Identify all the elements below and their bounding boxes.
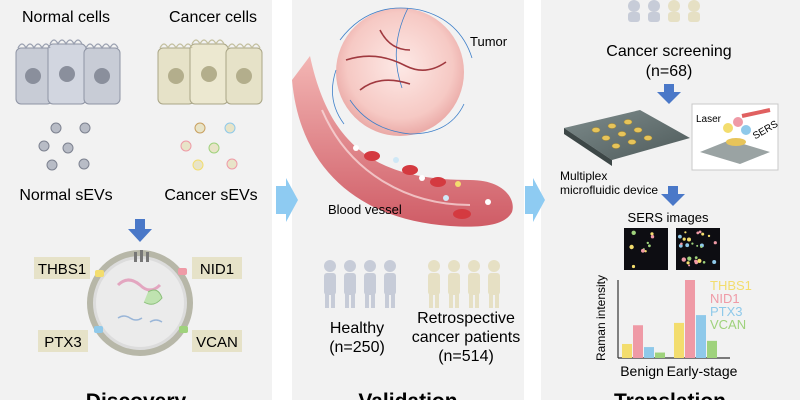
cancer-sevs-illustration [180, 122, 238, 171]
sers-speckle [682, 237, 686, 241]
category-benign: Benign [620, 363, 664, 379]
healthy-people-icon [324, 260, 396, 308]
sers-speckle [631, 264, 636, 269]
screening-down-arrow [657, 84, 681, 104]
sers-speckle [698, 230, 702, 234]
marker-label-ptx3: PTX3 [44, 334, 82, 351]
translation-title: Translation [614, 390, 726, 400]
sers-speckle [694, 260, 699, 265]
bar-early-stage-thbs1 [674, 322, 684, 358]
bar-benign-vcan [655, 352, 665, 358]
normal-sevs-illustration [38, 122, 91, 171]
retro-label-line2: cancer patients [412, 329, 521, 346]
sers-speckle [702, 261, 706, 264]
sers-speckle [650, 235, 655, 239]
legend-thbs1: THBS1 [710, 278, 752, 293]
bar-benign-nid1 [633, 325, 643, 358]
legend-ptx3: PTX3 [710, 304, 743, 319]
sers-speckle [701, 232, 705, 236]
blood-vessel-illustration [292, 56, 513, 227]
sers-speckle [707, 234, 711, 238]
screening-people-icon [628, 0, 700, 22]
flow-arrow-1 [276, 178, 298, 222]
discovery-down-arrow [128, 219, 152, 242]
blood-vessel-label: Blood vessel [328, 202, 402, 217]
sers-speckle [629, 244, 634, 250]
sers-speckle [641, 248, 645, 253]
bar-early-stage-ptx3 [696, 315, 706, 358]
sers-speckle [648, 244, 651, 248]
validation-title: Validation [358, 390, 457, 400]
cancer-patients-icon [428, 260, 500, 308]
flow-arrow-2 [525, 178, 545, 222]
sers-speckle [644, 250, 647, 253]
cancer-cells-label: Cancer cells [169, 9, 257, 26]
sers-speckle [685, 243, 690, 248]
vesicle-illustration [87, 250, 193, 356]
discovery-title: Discovery [86, 390, 187, 400]
marker-label-nid1: NID1 [200, 261, 234, 278]
sers-speckle [688, 264, 691, 267]
tumor-label: Tumor [470, 34, 508, 49]
sers-speckle [712, 260, 717, 264]
legend-vcan: VCAN [710, 317, 746, 332]
healthy-label: Healthy [330, 320, 384, 337]
marker-box-nid1 [192, 257, 242, 279]
raman-chart: Raman intensity THBS1 NID1 PTX3 VCAN Ben… [594, 275, 752, 379]
sers-speckle [650, 232, 654, 236]
retro-count: (n=514) [438, 348, 494, 365]
sers-speckle [694, 256, 698, 259]
healthy-count: (n=250) [329, 339, 385, 356]
bar-early-stage-vcan [707, 340, 717, 358]
device-label-line2: microfluidic device [560, 183, 658, 197]
normal-cells-illustration [15, 39, 121, 105]
sers-speckle [691, 242, 694, 245]
device-down-arrow [661, 186, 685, 206]
device-label-line1: Multiplex [560, 169, 607, 183]
sers-speckle [678, 234, 682, 239]
sers-speckle [681, 257, 686, 262]
normal-sevs-label: Normal sEVs [19, 187, 112, 204]
sers-speckle [631, 230, 636, 235]
marker-box-ptx3 [38, 330, 88, 352]
cancer-screening-label: Cancer screening [606, 43, 731, 60]
tumor-illustration [332, 7, 473, 136]
sers-speckle [696, 244, 699, 247]
sers-speckle [687, 237, 691, 242]
sers-speckle [680, 242, 683, 246]
marker-box-thbs1 [34, 257, 90, 279]
sers-speckle [687, 256, 692, 261]
bar-benign-ptx3 [644, 347, 654, 358]
microfluidic-chip-illustration [564, 110, 690, 166]
sers-detection-inset [691, 103, 779, 171]
retro-label-line1: Retrospective [417, 310, 515, 327]
bar-benign-thbs1 [622, 343, 632, 358]
laser-label: Laser [696, 114, 722, 125]
sers-speckle [713, 241, 717, 245]
raman-ylabel: Raman intensity [594, 275, 608, 361]
marker-box-vcan [192, 330, 242, 352]
category-early-stage: Early-stage [667, 363, 738, 379]
sers-speckle [697, 258, 702, 263]
normal-cells-label: Normal cells [22, 9, 110, 26]
sers-speckle [684, 231, 687, 234]
bar-early-stage-nid1 [685, 280, 695, 358]
sers-speckle [696, 231, 700, 235]
sers-speckle [646, 241, 649, 245]
sers-speckle [686, 261, 690, 265]
marker-label-thbs1: THBS1 [38, 261, 86, 278]
marker-label-vcan: VCAN [196, 334, 238, 351]
legend-nid1: NID1 [710, 291, 740, 306]
cancer-sevs-label: Cancer sEVs [164, 187, 257, 204]
sers-images-label: SERS images [628, 210, 709, 225]
sers-image-benign [624, 228, 668, 270]
sers-image-speckles [629, 230, 717, 269]
cancer-cells-illustration [157, 39, 263, 105]
cancer-screening-count: (n=68) [646, 63, 693, 80]
sers-speckle [700, 245, 703, 248]
